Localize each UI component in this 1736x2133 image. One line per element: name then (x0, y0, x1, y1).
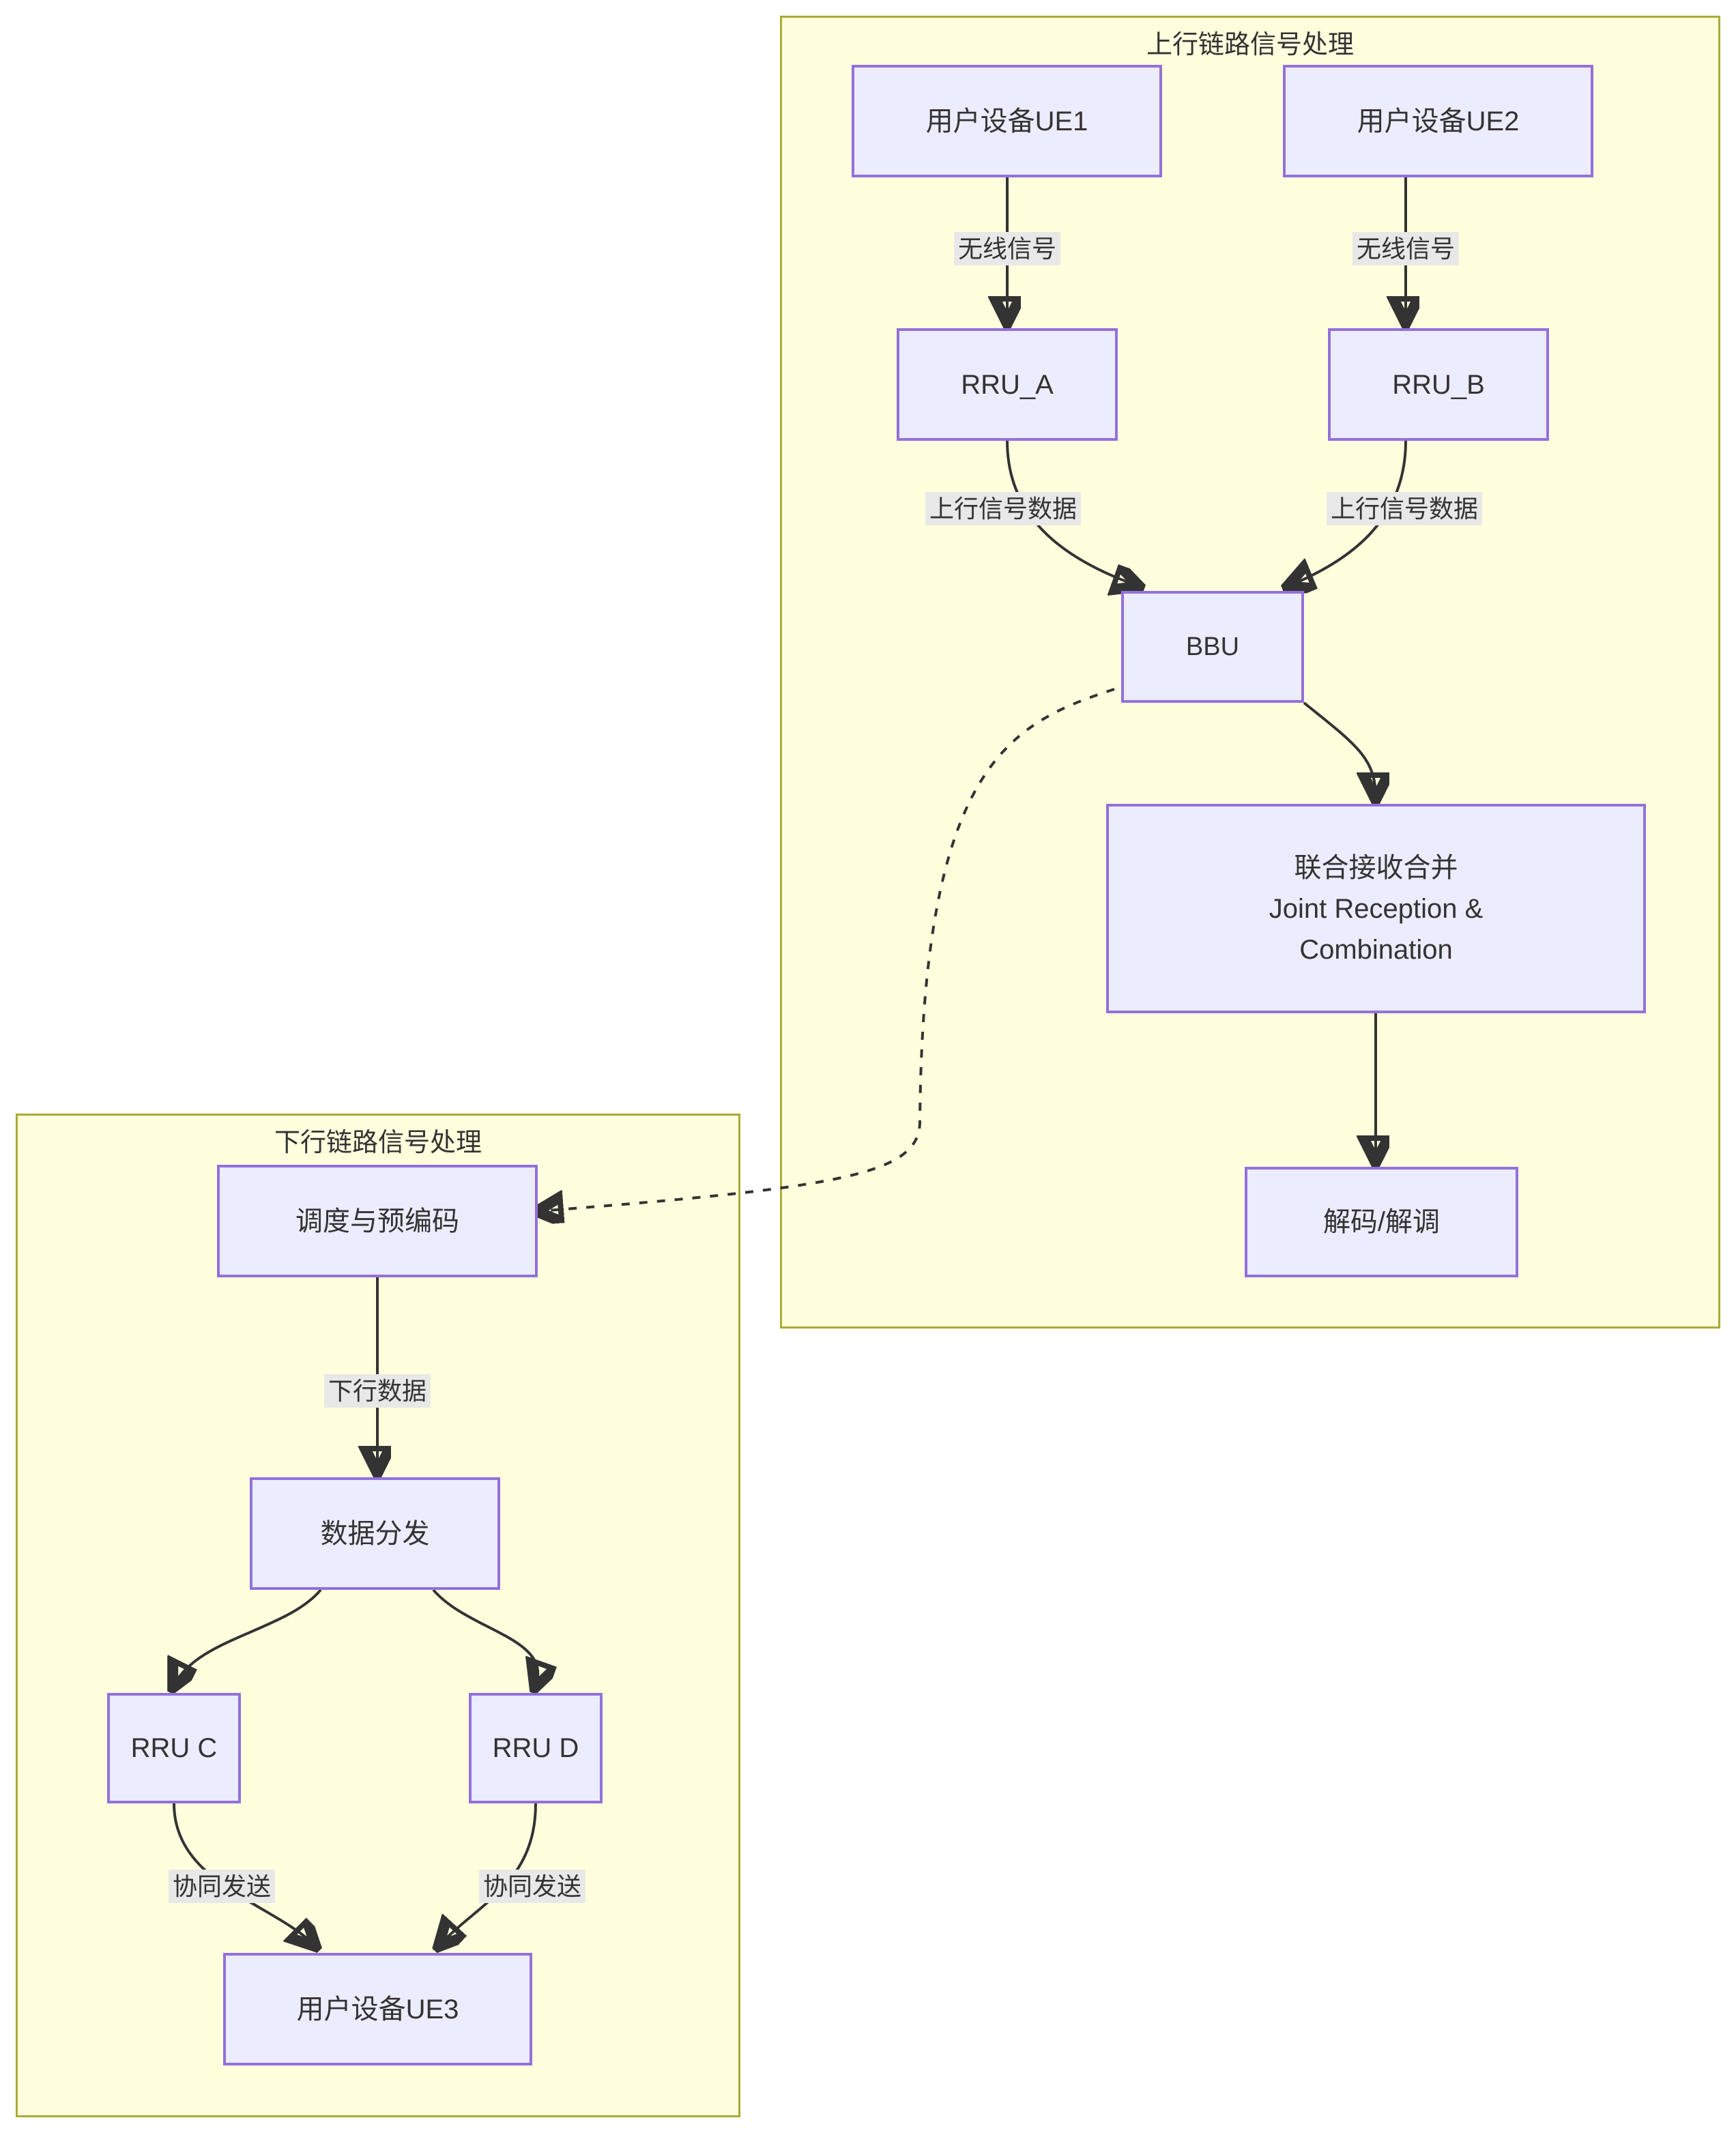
node-bbu-label: BBU (1185, 632, 1240, 661)
node-data-distribution[interactable]: 数据分发 (250, 1477, 500, 1590)
edge-label-rru-a-bbu: 上行信号数据 (925, 492, 1082, 525)
node-ue1-label: 用户设备UE1 (925, 106, 1088, 136)
node-distribution-label: 数据分发 (320, 1518, 430, 1549)
edge-label-rru-c-ue3: 协同发送 (168, 1870, 276, 1903)
node-ue2[interactable]: 用户设备UE2 (1283, 65, 1593, 177)
node-ue1[interactable]: 用户设备UE1 (852, 65, 1162, 177)
edge-label-rru-d-ue3: 协同发送 (478, 1870, 586, 1903)
node-rru-b[interactable]: RRU_B (1328, 328, 1549, 441)
node-joint-line3: Combination (1299, 934, 1453, 965)
node-rru-b-label: RRU_B (1392, 369, 1485, 400)
node-rru-c[interactable]: RRU C (107, 1693, 241, 1803)
subgraph-downlink-title: 下行链路信号处理 (274, 1129, 482, 1157)
node-joint-line2: Joint Reception & (1269, 893, 1484, 924)
node-ue2-label: 用户设备UE2 (1357, 106, 1520, 136)
node-rru-a[interactable]: RRU_A (897, 328, 1118, 441)
edge-label-sched-distrib: 下行数据 (323, 1374, 431, 1408)
node-joint-line1: 联合接收合并 (1294, 852, 1458, 883)
subgraph-uplink-title: 上行链路信号处理 (1146, 31, 1354, 59)
edge-label-ue2-rru-b: 无线信号 (1352, 232, 1460, 265)
edge-label-rru-b-bbu: 上行信号数据 (1326, 492, 1483, 525)
node-decode[interactable]: 解码/解调 (1245, 1167, 1518, 1277)
node-rru-d-label: RRU D (492, 1733, 579, 1763)
node-rru-d[interactable]: RRU D (469, 1693, 603, 1803)
edge-label-ue1-rru-a: 无线信号 (953, 232, 1061, 265)
node-ue3-label: 用户设备UE3 (296, 1994, 459, 2025)
node-ue3[interactable]: 用户设备UE3 (223, 1953, 532, 2065)
node-rru-a-label: RRU_A (961, 369, 1054, 400)
node-bbu[interactable]: BBU (1121, 591, 1304, 703)
node-decode-label: 解码/解调 (1322, 1207, 1441, 1237)
node-scheduling-precoding[interactable]: 调度与预编码 (217, 1165, 538, 1277)
node-scheduling-label: 调度与预编码 (295, 1206, 459, 1236)
node-rru-c-label: RRU C (130, 1733, 218, 1763)
node-joint-reception[interactable]: 联合接收合并 Joint Reception & Combination (1106, 804, 1646, 1013)
